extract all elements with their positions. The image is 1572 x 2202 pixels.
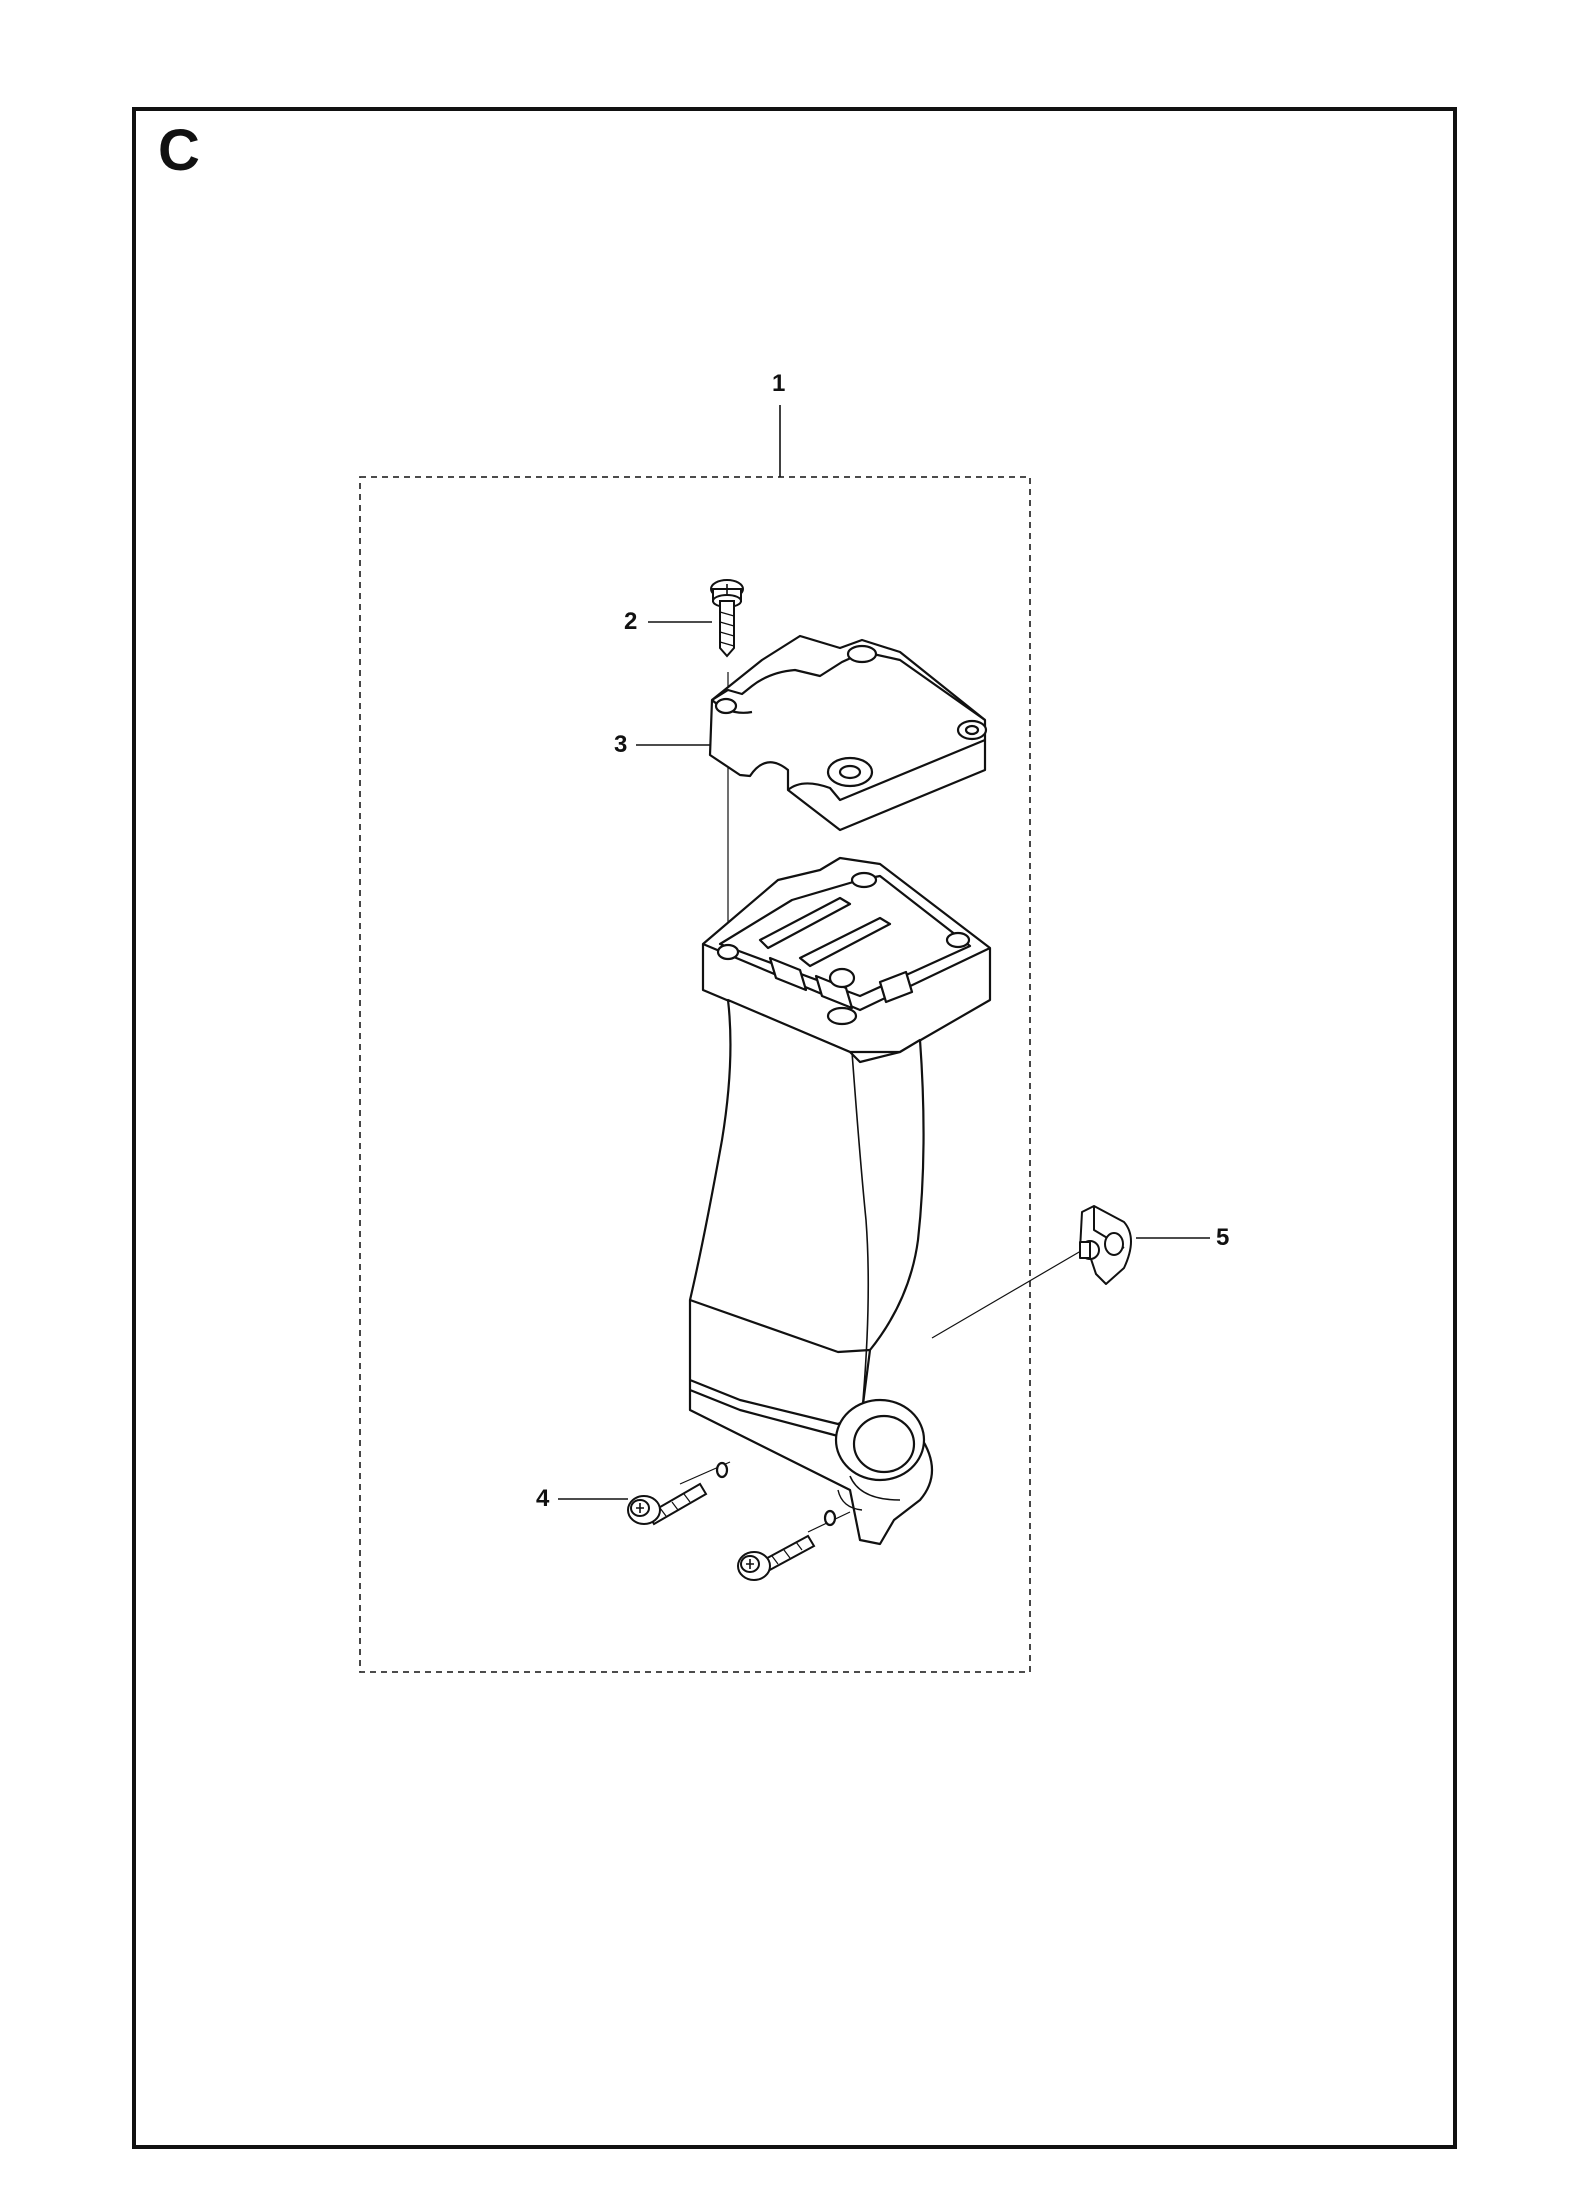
clamp-cap-3	[708, 634, 988, 832]
clip-5-icon	[1079, 1205, 1132, 1285]
screw-4b-icon	[737, 1534, 816, 1581]
handle-lower-clamp	[701, 856, 992, 1054]
leader-lines	[558, 405, 1210, 1500]
screw-2-icon	[710, 579, 744, 658]
kit-boundary	[359, 476, 1031, 1673]
callout-2: 2	[624, 608, 638, 635]
handle-body	[688, 998, 933, 1546]
section-letter: C	[158, 118, 200, 183]
diagram-frame	[132, 107, 1457, 2149]
callout-3: 3	[614, 731, 628, 758]
callout-4: 4	[536, 1485, 550, 1512]
callout-5: 5	[1216, 1224, 1230, 1251]
callout-1: 1	[772, 370, 786, 397]
screw-4-icon	[627, 1482, 708, 1526]
